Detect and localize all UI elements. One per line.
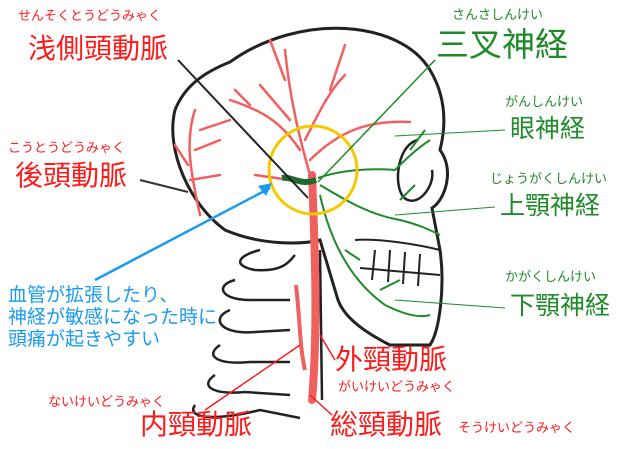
leader-maxillary [394, 206, 496, 216]
maxillary-label: 上顎神経 [500, 191, 601, 220]
note-line: 神経が敏感になった時に [8, 306, 218, 328]
headache-note: 血管が拡張したり、 神経が敏感になった時に 頭痛が起きやすい [8, 284, 217, 350]
leader-superficial-temporal [177, 59, 309, 199]
trigeminal-reading: さんさしんけい [452, 8, 544, 23]
internal-carotid-label: 内頸動脈 [140, 408, 253, 441]
ophthalmic-reading: がんしんけい [505, 95, 584, 110]
arrow-head-icon [258, 183, 272, 196]
common-carotid-label: 総頸動脈 [330, 408, 443, 441]
common-carotid-reading: そうけいどうみゃく [458, 421, 576, 436]
internal-carotid-reading: ないけいどうみゃく [48, 395, 166, 410]
note-line: 血管が拡張したり、 [8, 284, 179, 306]
leader-mandibular [394, 299, 506, 309]
leader-note [94, 186, 271, 282]
leader-ophthalmic [394, 129, 506, 137]
arteries [173, 38, 412, 217]
trigeminal-ganglion [281, 174, 318, 185]
skull-outline [171, 26, 449, 347]
note-line: 頭痛が起きやすい [8, 328, 161, 350]
superficial-temporal-label: 浅側頭動脈 [28, 32, 169, 65]
leader-trigeminal [317, 59, 436, 183]
leader-common-carotid [309, 394, 333, 416]
eye-socket [396, 138, 434, 202]
maxillary-reading: じょうがくしんけい [490, 172, 608, 187]
trigeminal-label: 三叉神経 [436, 25, 568, 64]
teeth [354, 238, 441, 287]
internal-carotid-artery [294, 284, 307, 371]
cervical-spine [192, 248, 324, 420]
occipital-label: 後頭動脈 [15, 159, 128, 192]
highlight-circle [267, 124, 359, 216]
external-carotid-label: 外頸動脈 [335, 343, 448, 376]
leader-external-carotid [319, 334, 336, 361]
superficial-temporal-reading: せんそくとうどうみゃく [18, 9, 162, 24]
common-carotid-artery [308, 171, 320, 404]
trigeminal-nerve-branches [317, 129, 441, 318]
external-carotid-reading: がいけいどうみゃく [338, 380, 456, 395]
leader-internal-carotid [204, 344, 301, 411]
occipital-reading: こうとうどうみゃく [8, 141, 126, 156]
ophthalmic-label: 眼神経 [510, 114, 586, 143]
leader-occipital [139, 179, 189, 193]
mandibular-reading: かがくしんけい [505, 270, 597, 285]
mandibular-label: 下顎神経 [510, 291, 611, 320]
